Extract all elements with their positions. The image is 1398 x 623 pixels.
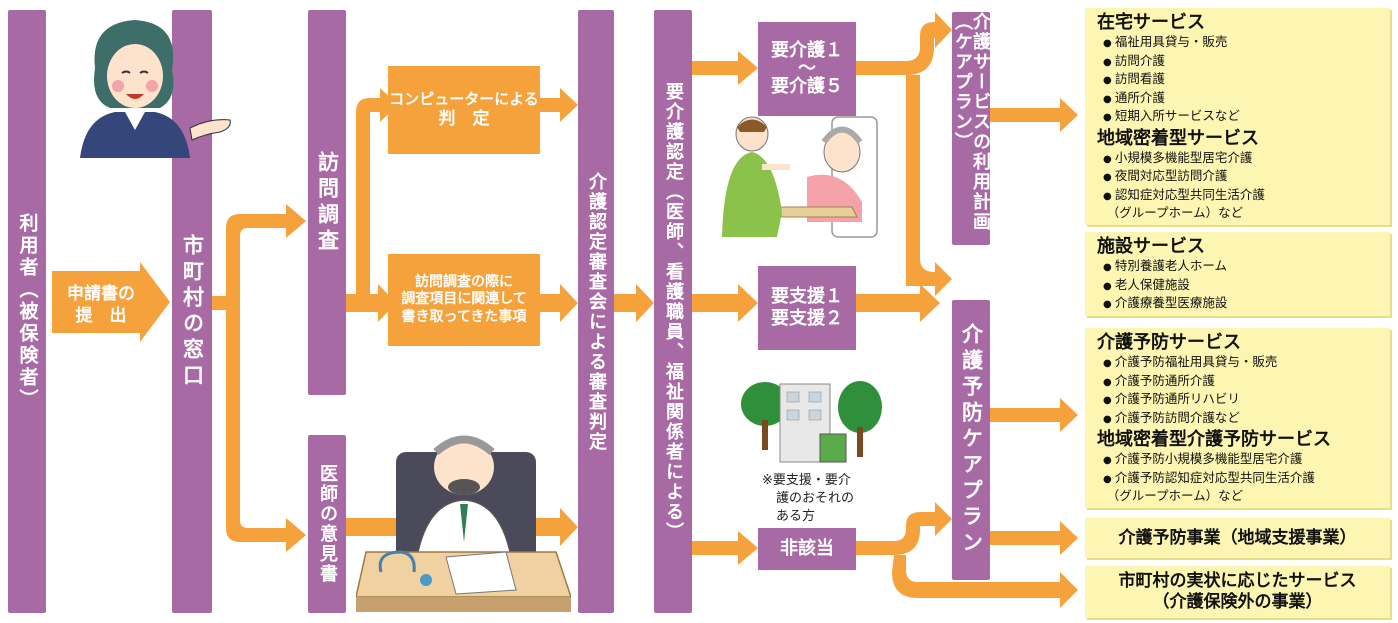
care-split xyxy=(856,12,952,75)
computer-judgement-box: コンピューターによる 判 定 xyxy=(388,66,540,154)
doctor-illustration xyxy=(356,435,571,612)
apply-label: 申請書の 提 出 xyxy=(67,284,135,326)
care-to-facility xyxy=(906,75,952,296)
municipal-services-box: 市町村の実状に応じたサービス （介護保険外の事業） xyxy=(1085,566,1390,618)
arrow-to-support xyxy=(692,284,758,322)
branch-curve xyxy=(226,204,306,552)
committee-column: 介護認定審査会による審査判定 xyxy=(578,10,614,613)
doctor-column: 医師の意見書 xyxy=(308,435,346,613)
visit-notes-box: 訪問調査の際に 調査項目に関連して 書き取ってきた事項 xyxy=(388,254,540,346)
visit-column: 訪問調査 xyxy=(308,10,346,395)
facility-services-box: 施設サービス 特別養護老人ホーム 老人保健施設 介護療養型医療施設 xyxy=(1085,232,1390,316)
support-levels-box: 要支援１ 要支援２ xyxy=(758,266,856,350)
prevention-plan-label: 介護予防ケアプラン xyxy=(959,323,984,557)
arrow-support-prev xyxy=(856,284,940,322)
facility-services-title: 施設サービス xyxy=(1097,236,1205,257)
prevention-services-box: 介護予防サービス 介護予防福祉用具貸与・販売 介護予防通所介護 介護予防通所リハ… xyxy=(1085,328,1390,508)
receptionist-illustration xyxy=(80,20,231,158)
arrow-notes-committee xyxy=(540,284,578,322)
prevention-project-box: 介護予防事業（地域支援事業） xyxy=(1085,518,1390,558)
facility-illustration xyxy=(741,381,882,463)
arrow-plan-services xyxy=(990,98,1078,132)
arrow-to-notes xyxy=(346,284,396,322)
care-levels-box: 要介護１ ～ 要介護５ xyxy=(758,22,856,116)
community-prevention-list: 介護予防小規模多機能型居宅介護 介護予防認知症対応型共同生活介護 （グループホー… xyxy=(1097,451,1378,507)
care-services-box: 在宅サービス 福祉用具貸与・販売 訪問介護 訪問看護 通所介護 短期入所サービス… xyxy=(1085,8,1390,225)
arrow-committee-cert xyxy=(614,284,654,322)
committee-label: 介護認定審査会による審査判定 xyxy=(586,171,607,452)
arrow-prevplan-project xyxy=(990,521,1078,555)
municipal-column: 市町村の窓口 xyxy=(172,10,212,613)
visit-label: 訪問調査 xyxy=(315,150,340,255)
home-services-list: 福祉用具貸与・販売 訪問介護 訪問看護 通所介護 短期入所サービスなど xyxy=(1097,34,1378,127)
care-illustration xyxy=(722,116,878,238)
risk-note: ※要支援・要介 護のおそれの ある方 xyxy=(762,473,855,524)
arrow-to-computer xyxy=(370,88,398,122)
na-to-municipal xyxy=(892,555,1078,608)
apply-arrow xyxy=(52,262,170,342)
community-services-list: 小規模多機能型居宅介護 夜間対応型訪問介護 認知症対応型共同生活介護 （グループ… xyxy=(1097,150,1378,224)
arrow-to-care xyxy=(692,51,758,85)
certification-column: 要介護認定（医師、看護職員、福祉関係者による） xyxy=(654,10,692,613)
care-plan-column: 介護サービスの利用計画（ケアプラン） xyxy=(952,12,991,245)
not-applicable-box: 非該当 xyxy=(758,528,856,570)
community-services-title: 地域密着型サービス xyxy=(1097,127,1259,149)
visit-split xyxy=(346,98,378,310)
certification-label: 要介護認定（医師、看護職員、福祉関係者による） xyxy=(663,81,684,542)
user-label: 利用者（被保険者） xyxy=(16,212,39,411)
facility-services-list: 特別養護老人ホーム 老人保健施設 介護療養型医療施設 xyxy=(1097,258,1378,314)
municipal-label: 市町村の窓口 xyxy=(180,233,205,390)
prevention-services-list: 介護予防福祉用具貸与・販売 介護予防通所介護 介護予防通所リハビリ 介護予防訪問… xyxy=(1097,354,1378,428)
home-services-title: 在宅サービス xyxy=(1097,12,1205,33)
arrow-prevplan-services xyxy=(990,398,1078,432)
na-split xyxy=(856,502,952,555)
prevention-services-title: 介護予防サービス xyxy=(1097,332,1241,353)
doctor-label: 医師の意見書 xyxy=(317,464,338,584)
community-prevention-title: 地域密着型介護予防サービス xyxy=(1097,429,1331,450)
care-plan-label: 介護サービスの利用計画（ケアプラン） xyxy=(952,12,991,232)
prevention-plan-column: 介護予防ケアプラン xyxy=(952,300,990,580)
arrow-computer-committee xyxy=(540,88,578,122)
arrow-to-na xyxy=(692,531,758,565)
user-column: 利用者（被保険者） xyxy=(8,10,46,613)
